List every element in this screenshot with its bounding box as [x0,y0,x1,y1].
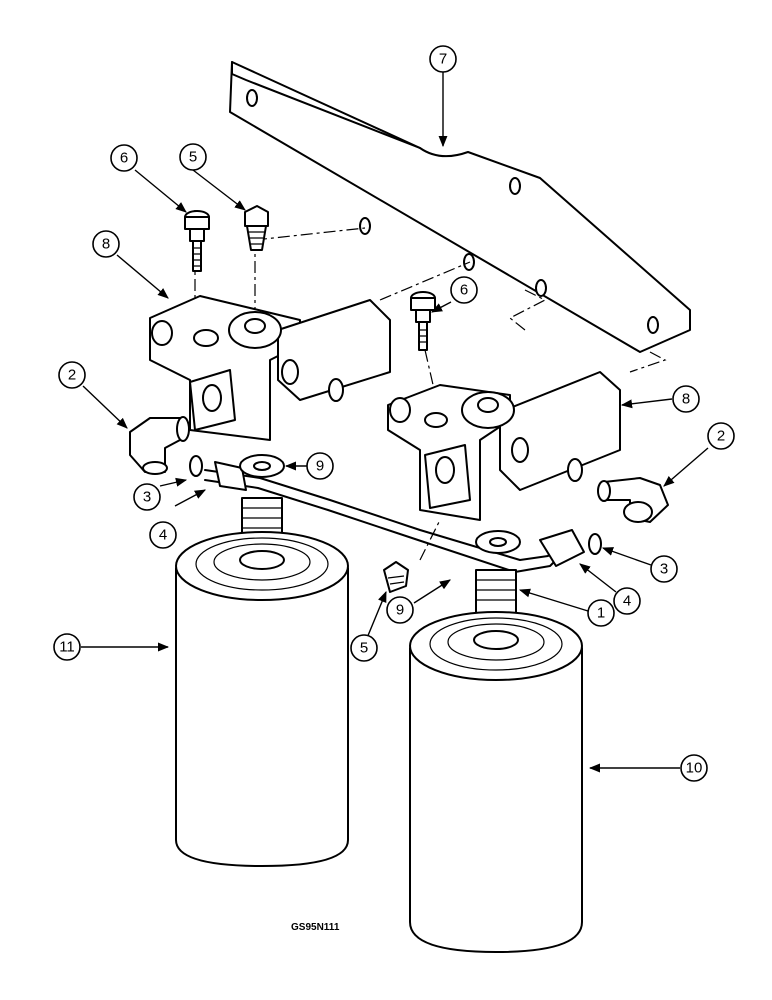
washer-left [239,454,285,478]
callout-9-upper: 9 [306,452,334,480]
callout-8-left: 8 [92,230,120,258]
svg-text:11: 11 [59,639,75,656]
callout-7: 7 [429,45,457,73]
right-filter-head [387,371,621,521]
callout-6-lower: 6 [450,276,478,304]
leader-lines [81,72,709,773]
callout-5-upper: 5 [179,143,207,171]
callout-4-right: 4 [613,587,641,615]
left-filter-head [149,295,391,441]
callout-2-right: 2 [707,422,735,450]
figure-code: GS95N111 [291,922,340,933]
svg-text:9: 9 [316,458,324,475]
washer-right [475,530,521,554]
svg-text:2: 2 [68,367,76,384]
callout-8-right: 8 [672,385,700,413]
svg-text:2: 2 [717,428,725,445]
callout-11: 11 [53,633,81,661]
callout-4-left: 4 [149,521,177,549]
callout-1: 1 [587,599,615,627]
plug-lower [383,561,409,593]
svg-text:4: 4 [623,593,631,610]
svg-text:3: 3 [143,489,151,506]
svg-text:6: 6 [460,282,468,299]
svg-text:7: 7 [439,51,447,68]
filter-left [175,497,349,867]
mounting-bracket [229,61,691,353]
svg-text:8: 8 [682,391,690,408]
bleed-screw-right [410,291,436,351]
bleed-screw-left [184,210,210,272]
svg-text:3: 3 [660,561,668,578]
svg-text:9: 9 [396,602,404,619]
svg-text:8: 8 [102,236,110,253]
hose-assembly [189,455,602,573]
svg-text:10: 10 [686,760,703,777]
callout-5-lower: 5 [350,634,378,662]
plug-upper [244,205,269,251]
elbow-fitting-right [597,477,669,523]
callout-6-upper: 6 [110,144,138,172]
callout-9-lower: 9 [386,596,414,624]
filter-right [409,569,583,953]
callout-3-right: 3 [650,555,678,583]
svg-text:5: 5 [360,640,368,657]
callout-2-left: 2 [58,361,86,389]
elbow-fitting-left [129,416,190,475]
svg-text:1: 1 [597,605,605,622]
svg-text:5: 5 [189,149,197,166]
callout-10: 10 [680,754,708,782]
callout-3-left: 3 [133,483,161,511]
svg-text:4: 4 [159,527,167,544]
svg-text:6: 6 [120,150,128,167]
